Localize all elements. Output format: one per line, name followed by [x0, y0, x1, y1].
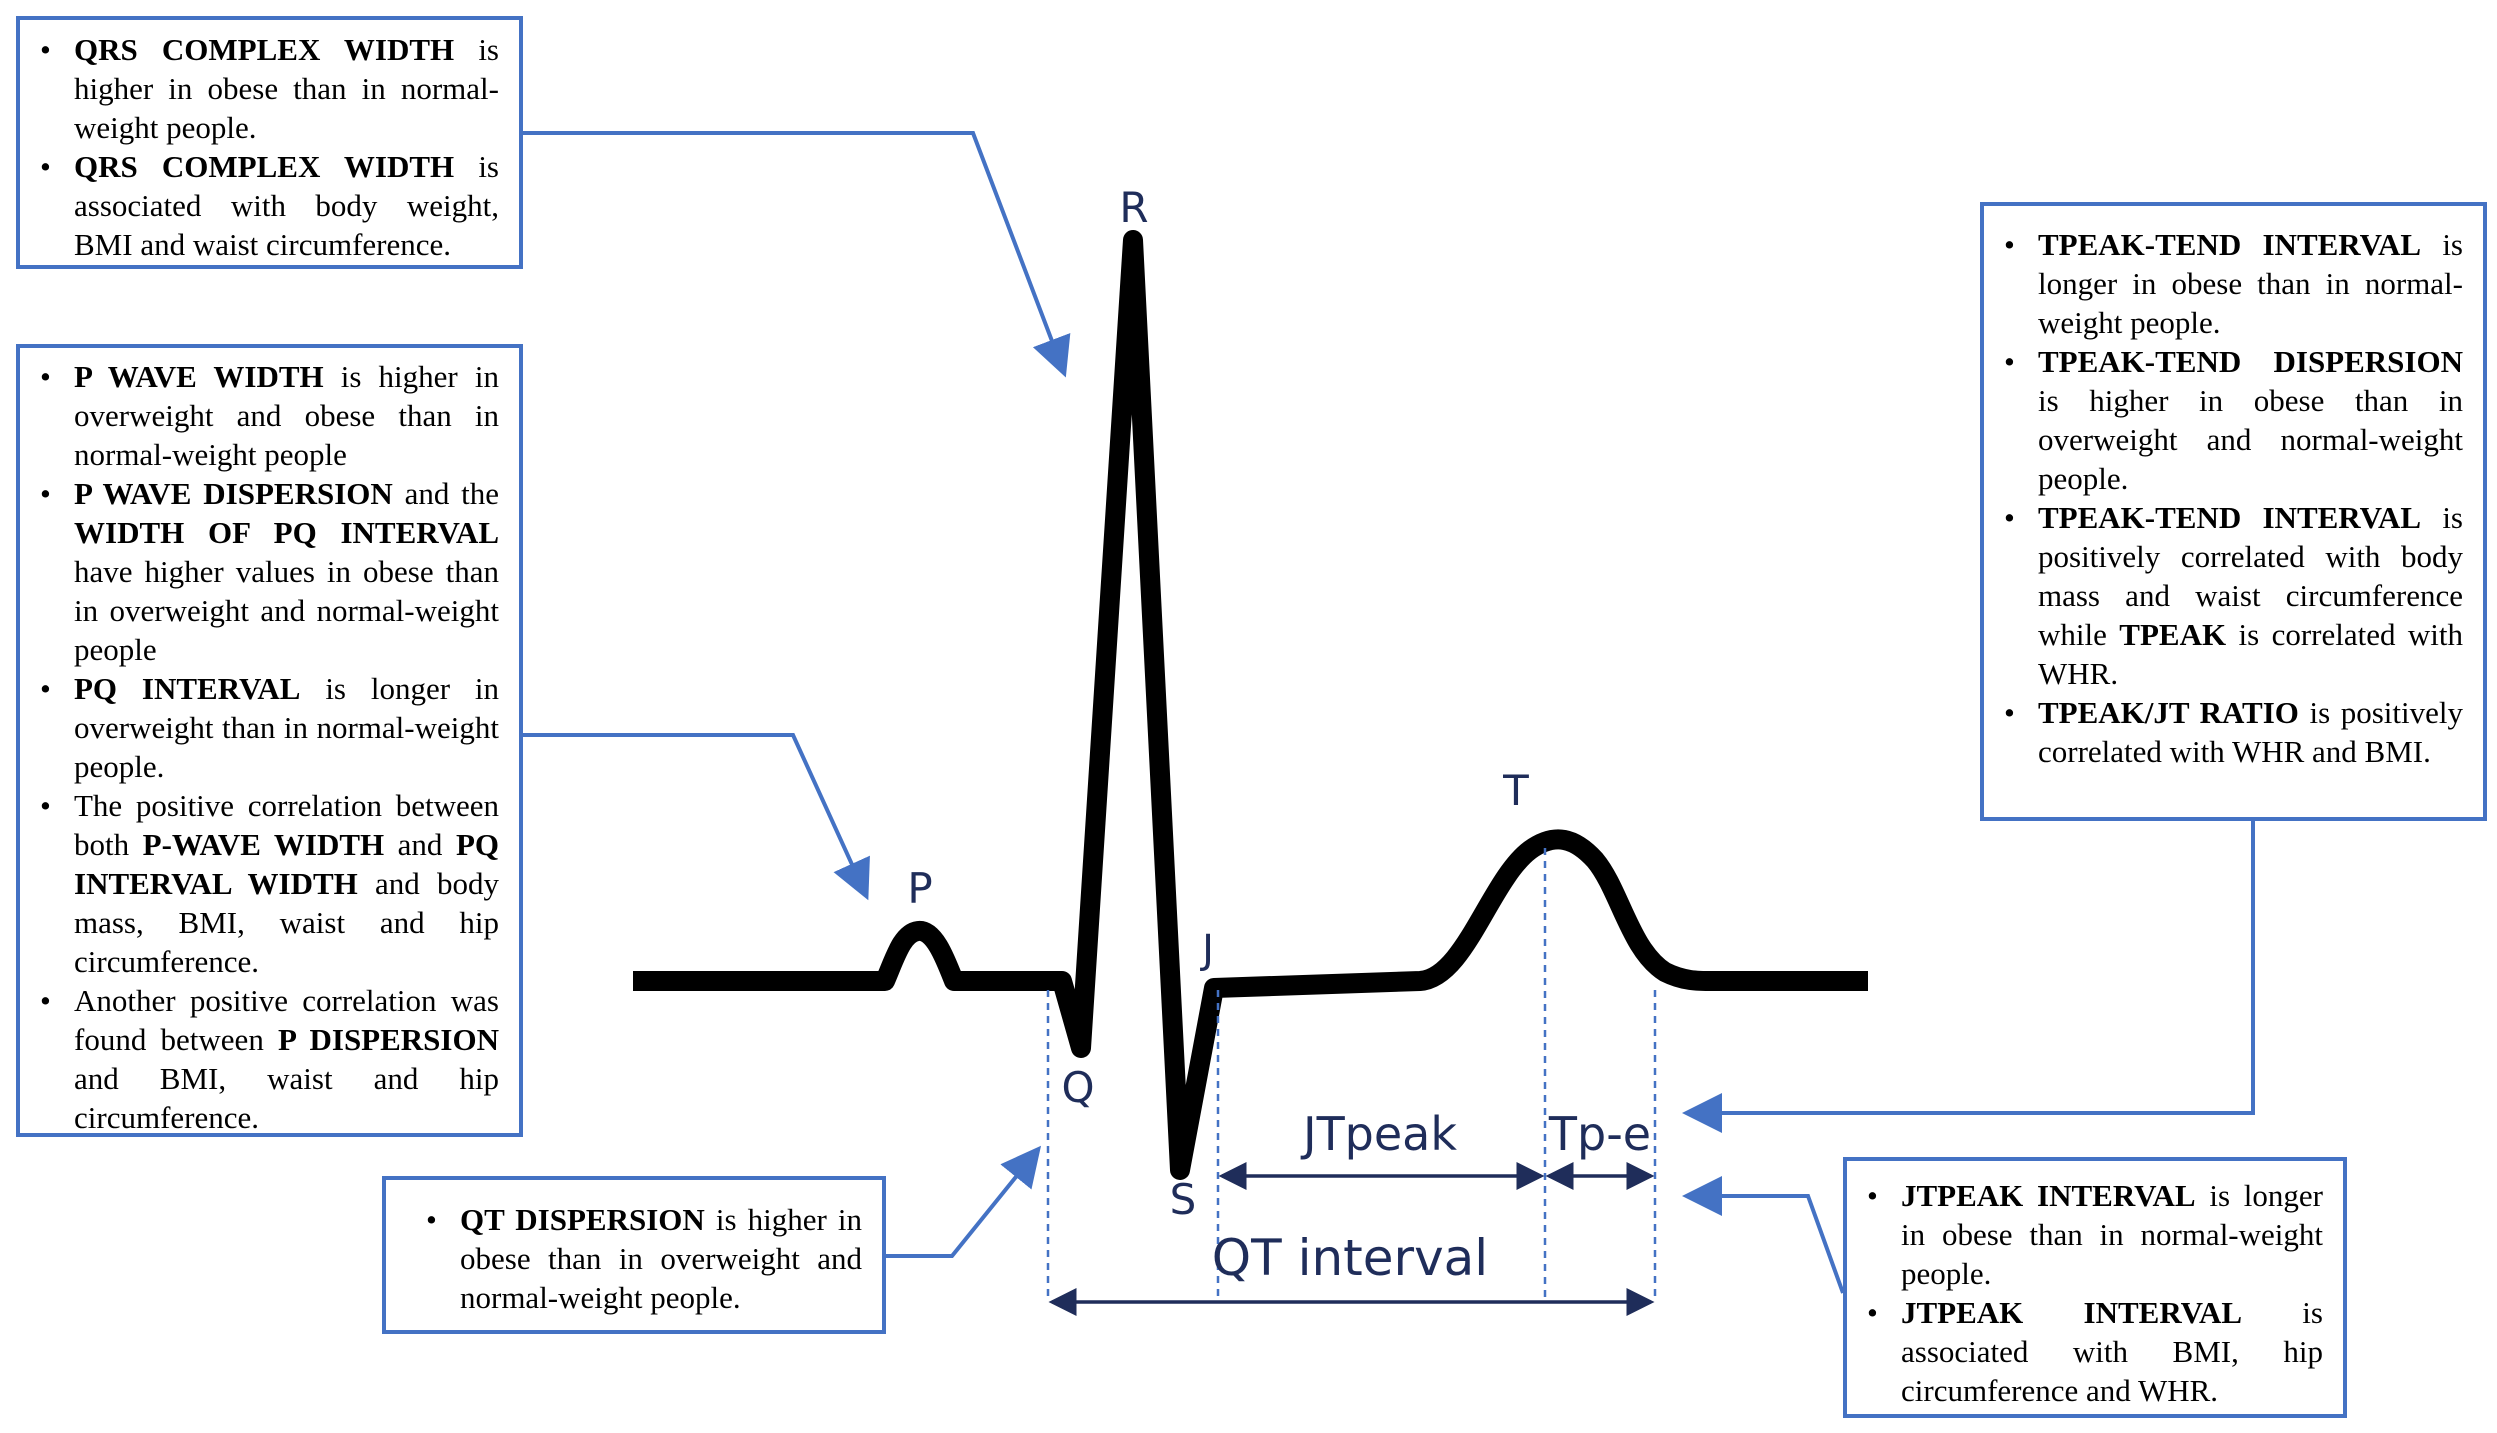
bullet-text: The positive correlation between both	[74, 788, 499, 862]
ecg-waveform	[633, 230, 1868, 1180]
bullet-text: and	[384, 827, 456, 862]
qt-dispersion-box: QT DISPERSION is higher in obese than in…	[382, 1176, 886, 1334]
bullet-text: is positively correlated with WHR and BM…	[2038, 695, 2463, 769]
bullet-item: PQ INTERVAL is longer in overweight than…	[20, 669, 499, 786]
bullet-item: TPEAK-TEND INTERVAL is longer in obese t…	[1984, 225, 2463, 342]
bullet-item: QRS COMPLEX WIDTH is higher in obese tha…	[20, 30, 499, 147]
qt-interval-label: QT interval	[1212, 1229, 1488, 1287]
bold-term: QRS COMPLEX WIDTH	[74, 149, 455, 184]
j-label: J	[1199, 927, 1214, 973]
bullet-text: is positively correlated with body mass …	[2038, 500, 2463, 652]
bullet-text: is higher in obese than in overweight an…	[2038, 383, 2463, 496]
bold-term: PQ INTERVAL WIDTH	[74, 827, 499, 901]
q-label: Q	[1061, 1063, 1094, 1112]
bullet-item: The positive correlation between both P-…	[20, 786, 499, 981]
bold-term: WIDTH OF PQ INTERVAL	[74, 515, 499, 550]
bullet-item: JTPEAK INTERVAL is longer in obese than …	[1847, 1176, 2323, 1293]
s-label: S	[1170, 1175, 1197, 1224]
bullet-text: is longer in obese than in normal-weight…	[1901, 1178, 2323, 1291]
bold-term: P WAVE DISPERSION	[74, 476, 393, 511]
qt-dispersion-callout-connector	[886, 1145, 1042, 1258]
bullet-text: Another positive correlation was found b…	[74, 983, 499, 1057]
bullet-list: TPEAK-TEND INTERVAL is longer in obese t…	[1984, 225, 2463, 771]
p-label: P	[907, 864, 932, 913]
bullet-text: and BMI, waist and hip circumference.	[74, 1061, 499, 1135]
t-label: T	[1502, 766, 1529, 815]
bullet-text: and the	[392, 476, 499, 511]
jtpeak-callout-connector	[1682, 1176, 1845, 1294]
bullet-item: QT DISPERSION is higher in obese than in…	[406, 1200, 862, 1317]
jtpeak-box: JTPEAK INTERVAL is longer in obese than …	[1843, 1157, 2347, 1418]
bold-term: JTPEAK INTERVAL	[1901, 1178, 2196, 1213]
bullet-list: QT DISPERSION is higher in obese than in…	[406, 1200, 862, 1317]
bold-term: TPEAK-TEND DISPERSION	[2038, 344, 2463, 379]
bullet-item: QRS COMPLEX WIDTH is associated with bod…	[20, 147, 499, 264]
bullet-item: P WAVE DISPERSION and the WIDTH OF PQ IN…	[20, 474, 499, 669]
bold-term: QT DISPERSION	[460, 1202, 705, 1237]
bold-term: P DISPERSION	[278, 1022, 499, 1057]
bullet-item: TPEAK-TEND DISPERSION is higher in obese…	[1984, 342, 2463, 498]
bullet-text: is higher in obese than in normal-weight…	[74, 32, 499, 145]
bullet-text: have higher values in obese than in over…	[74, 554, 499, 667]
tpeak-tend-box: TPEAK-TEND INTERVAL is longer in obese t…	[1980, 202, 2487, 821]
bold-term: QRS COMPLEX WIDTH	[74, 32, 455, 67]
qrs-callout-connector	[523, 131, 1071, 378]
bullet-item: TPEAK/JT RATIO is positively correlated …	[1984, 693, 2463, 771]
bullet-item: JTPEAK INTERVAL is associated with BMI, …	[1847, 1293, 2323, 1410]
bold-term: TPEAK/JT RATIO	[2038, 695, 2299, 730]
bullet-text: and body mass, BMI, waist and hip circum…	[74, 866, 499, 979]
bullet-text: is correlated with WHR.	[2038, 617, 2463, 691]
tpeak-tend-callout-connector	[1682, 821, 2255, 1133]
bullet-item: Another positive correlation was found b…	[20, 981, 499, 1137]
bullet-list: P WAVE WIDTH is higher in overweight and…	[20, 357, 499, 1137]
bold-term: PQ INTERVAL	[74, 671, 301, 706]
bold-term: P-WAVE WIDTH	[142, 827, 385, 862]
bullet-text: is longer in obese than in normal-weight…	[2038, 227, 2463, 340]
bullet-item: TPEAK-TEND INTERVAL is positively correl…	[1984, 498, 2463, 693]
bold-term: P WAVE WIDTH	[74, 359, 324, 394]
bullet-item: P WAVE WIDTH is higher in overweight and…	[20, 357, 499, 474]
bullet-text: is associated with BMI, hip circumferenc…	[1901, 1295, 2323, 1408]
bullet-text: is longer in overweight than in normal-w…	[74, 671, 499, 784]
bullet-text: is higher in overweight and obese than i…	[74, 359, 499, 472]
tpe-label: Tp-e	[1548, 1107, 1651, 1161]
bold-term: TPEAK	[2119, 617, 2227, 652]
qrs-complex-box: QRS COMPLEX WIDTH is higher in obese tha…	[16, 16, 523, 269]
bold-term: TPEAK-TEND INTERVAL	[2038, 227, 2422, 262]
p-wave-callout-connector	[523, 733, 870, 901]
r-label: R	[1119, 183, 1148, 232]
bullet-list: JTPEAK INTERVAL is longer in obese than …	[1847, 1176, 2323, 1410]
bold-term: TPEAK-TEND INTERVAL	[2038, 500, 2422, 535]
bullet-text: is associated with body weight, BMI and …	[74, 149, 499, 262]
bullet-text: is higher in obese than in overweight an…	[460, 1202, 862, 1315]
jtpeak-label: JTpeak	[1300, 1107, 1457, 1161]
bullet-list: QRS COMPLEX WIDTH is higher in obese tha…	[20, 30, 499, 264]
p-wave-box: P WAVE WIDTH is higher in overweight and…	[16, 344, 523, 1137]
bold-term: JTPEAK INTERVAL	[1901, 1295, 2243, 1330]
